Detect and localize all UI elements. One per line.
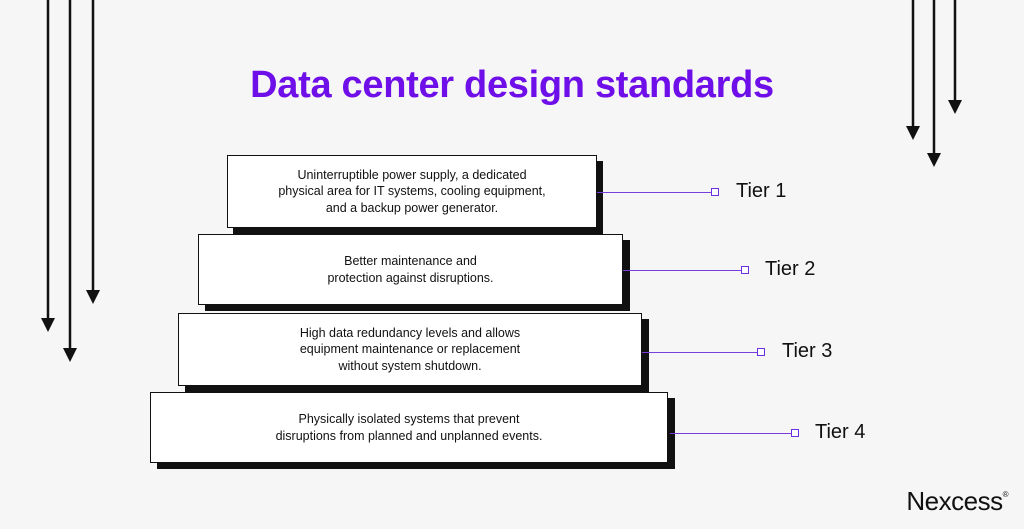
tier-4-connector (670, 433, 792, 434)
tier-3-description: High data redundancy levels and allows e… (299, 325, 521, 373)
brand-registered-mark: ® (1002, 490, 1009, 499)
down-arrow-icon (906, 0, 920, 140)
brand-logo: Nexcess® (906, 486, 1008, 517)
tier-3-marker-icon (757, 348, 765, 356)
tier-4-label: Tier 4 (815, 421, 866, 443)
tier-3-connector (642, 352, 758, 353)
tier-3-box: High data redundancy levels and allows e… (178, 313, 642, 386)
page-title: Data center design standards (250, 64, 774, 106)
tier-2-label: Tier 2 (765, 258, 816, 280)
brand-name: Nexcess (906, 486, 1003, 516)
tier-4-description: Physically isolated systems that prevent… (275, 412, 543, 443)
down-arrow-icon (86, 0, 100, 304)
tier-2-marker-icon (741, 266, 749, 274)
tier-2-connector (623, 270, 743, 271)
down-arrow-icon (948, 0, 962, 114)
tier-2-box: Better maintenance and protection agains… (198, 234, 623, 305)
tier-1-box: Uninterruptible power supply, a dedicate… (227, 155, 597, 228)
down-arrow-icon (63, 0, 77, 362)
tier-3-label: Tier 3 (782, 340, 833, 362)
tier-1-connector (597, 192, 713, 193)
tier-4-marker-icon (791, 429, 799, 437)
tier-1-marker-icon (711, 188, 719, 196)
tier-1-description: Uninterruptible power supply, a dedicate… (278, 167, 546, 215)
tier-2-description: Better maintenance and protection agains… (327, 254, 494, 285)
down-arrow-icon (927, 0, 941, 167)
tier-1-label: Tier 1 (736, 180, 787, 202)
tier-4-box: Physically isolated systems that prevent… (150, 392, 668, 463)
down-arrow-icon (41, 0, 55, 332)
